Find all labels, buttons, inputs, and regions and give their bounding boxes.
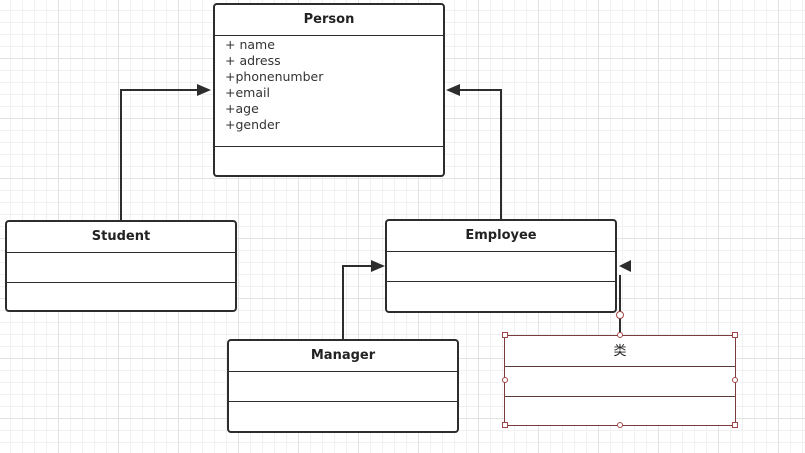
class-student-attributes: [7, 253, 235, 283]
class-new-name: 类: [505, 336, 735, 367]
class-manager[interactable]: Manager: [227, 339, 459, 433]
resize-handle-top-left[interactable]: [502, 332, 508, 338]
class-manager-name: Manager: [229, 341, 457, 372]
employee-to-person-connector[interactable]: [460, 89, 502, 219]
class-manager-attributes: [229, 372, 457, 402]
connector-rotation-handle[interactable]: [616, 311, 624, 319]
class-student-name: Student: [7, 222, 235, 253]
class-employee-name: Employee: [387, 221, 615, 252]
resize-handle-left[interactable]: [502, 377, 508, 383]
resize-handle-top-right[interactable]: [732, 332, 738, 338]
attribute-adress: + adress: [225, 53, 281, 68]
student-to-person-connector[interactable]: [120, 89, 198, 220]
attribute-name: + name: [225, 37, 275, 52]
resize-handle-bottom-left[interactable]: [502, 422, 508, 428]
manager-to-employee-connector[interactable]: [342, 265, 371, 339]
class-new-selected[interactable]: 类: [504, 335, 736, 426]
class-student[interactable]: Student: [5, 220, 237, 312]
new-class-to-employee-arrowhead: [619, 260, 631, 272]
attribute-phonenumber: +phonenumber: [225, 69, 324, 84]
attribute-email: +email: [225, 85, 270, 100]
attribute-age: +age: [225, 101, 259, 116]
class-person[interactable]: Person + name + adress +phonenumber +ema…: [213, 3, 445, 177]
resize-handle-right[interactable]: [732, 377, 738, 383]
class-person-attributes: + name + adress +phonenumber +email +age…: [215, 36, 443, 147]
class-person-name: Person: [215, 5, 443, 36]
resize-handle-bottom-right[interactable]: [732, 422, 738, 428]
student-to-person-arrowhead: [197, 84, 211, 96]
class-new-attributes: [505, 367, 735, 397]
resize-handle-top[interactable]: [617, 332, 623, 338]
manager-to-employee-arrowhead: [371, 260, 385, 272]
class-employee-attributes: [387, 252, 615, 282]
attribute-gender: +gender: [225, 117, 280, 132]
class-employee[interactable]: Employee: [385, 219, 617, 313]
resize-handle-bottom[interactable]: [617, 422, 623, 428]
employee-to-person-arrowhead: [446, 84, 460, 96]
